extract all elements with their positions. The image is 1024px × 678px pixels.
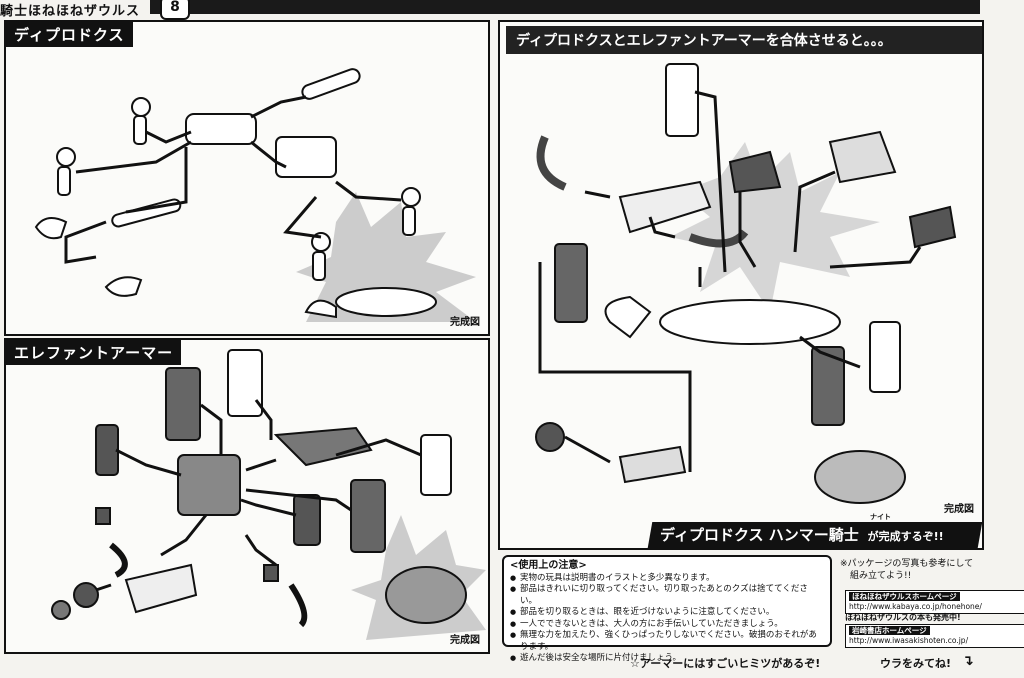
starburst-shape bbox=[670, 142, 880, 312]
armor-pillar-part bbox=[811, 346, 845, 426]
side-note-line2: 組み立てよう!! bbox=[850, 571, 912, 581]
combined-parts bbox=[535, 63, 957, 504]
armor-pillar-part bbox=[227, 349, 263, 417]
assembly-arrows bbox=[95, 399, 422, 592]
leg-part bbox=[402, 206, 416, 236]
diplodocus-illustration bbox=[34, 68, 476, 322]
armor-body-part bbox=[177, 454, 241, 516]
connector-part bbox=[263, 564, 279, 582]
leg-part bbox=[312, 251, 326, 281]
armor-pillar-part bbox=[420, 434, 452, 496]
jaw-part bbox=[104, 276, 143, 297]
armor-tail-part bbox=[273, 426, 373, 467]
body-frame-part bbox=[185, 113, 257, 145]
armor-trunk-part bbox=[618, 445, 687, 484]
armor-plate-part bbox=[95, 424, 119, 476]
armor-plate-part bbox=[293, 494, 321, 546]
armor-pillar-part bbox=[350, 479, 386, 553]
connector-part bbox=[95, 507, 111, 525]
side-note-line1: ※パッケージの写真も参考にして bbox=[840, 559, 974, 569]
hammer-ball-part bbox=[535, 422, 565, 452]
leg-joint bbox=[401, 187, 421, 207]
footer-see-back: ウラをみてね! bbox=[880, 657, 952, 670]
armor-tail-part bbox=[618, 180, 712, 234]
notice-title: <使用上の注意> bbox=[510, 560, 587, 571]
armor-pillar-part bbox=[869, 321, 901, 393]
armor-pillar-part bbox=[665, 63, 699, 137]
tusk-part bbox=[109, 542, 128, 578]
skull-part bbox=[34, 217, 68, 240]
completed-head bbox=[304, 299, 337, 319]
iwasaki-link-url: http://www.iwasakishoten.co.jp/ bbox=[849, 636, 969, 645]
notice-item: 無理な力を加えたり、強くひっぱったりしないでください。破損のおそれがあります。 bbox=[510, 630, 824, 653]
panel-diplodocus: ディプロドクス bbox=[4, 20, 490, 336]
armor-parts bbox=[51, 349, 467, 628]
kabaya-link[interactable]: ほねほねザウルスホームページ http://www.kabaya.co.jp/h… bbox=[845, 590, 1024, 614]
leg-part bbox=[57, 166, 71, 196]
completed-body bbox=[335, 287, 437, 317]
leg-joint bbox=[131, 97, 151, 117]
book-note: ほねほねザウルスの本も発売中! bbox=[845, 613, 961, 622]
notice-item: 部品を切り取るときは、眼を近づけないように注意してください。 bbox=[510, 607, 824, 619]
panel-combine: ディプロドクスとエレファントアーマーを合体させると。。。 bbox=[498, 20, 984, 550]
panel-title-diplodocus: ディプロドクス bbox=[6, 22, 133, 47]
caption-diplodocus: 完成図 bbox=[450, 317, 480, 328]
side-note: ※パッケージの写真も参考にして 組み立てよう!! bbox=[840, 558, 1020, 582]
turn-arrow-icon: ↴ bbox=[962, 653, 974, 669]
notice-item: 一人でできないときは、大人の方にお手伝いしていただきましょう。 bbox=[510, 619, 824, 631]
tail-part bbox=[301, 68, 361, 100]
armor-trunk-part bbox=[124, 563, 198, 614]
hammer-ball-part bbox=[73, 582, 99, 608]
brand-title: 騎士ほねほねザウルス bbox=[0, 4, 141, 19]
leg-joint bbox=[56, 147, 76, 167]
completed-hammer-knight bbox=[814, 450, 906, 504]
armor-plate-part bbox=[828, 130, 897, 184]
diplodocus-body bbox=[659, 299, 841, 345]
neck-part bbox=[111, 198, 182, 228]
kabaya-link-label: ほねほねザウルスホームページ bbox=[849, 592, 960, 601]
elephant-armor-illustration bbox=[51, 349, 486, 640]
hammer-ball-part bbox=[51, 600, 71, 620]
hip-part bbox=[275, 136, 337, 178]
banner-ruby: ナイト bbox=[870, 513, 891, 521]
completion-banner: ディプロドクス ハンマー騎士 が完成するぞ!! bbox=[647, 522, 982, 548]
caption-combine: 完成図 bbox=[944, 504, 974, 515]
combine-title: ディプロドクスとエレファントアーマーを合体させると。。。 bbox=[506, 26, 982, 54]
armor-plate-part bbox=[728, 150, 782, 194]
panel-elephant-armor: エレファントアーマー bbox=[4, 338, 490, 654]
assembly-arrows bbox=[64, 95, 402, 264]
notice-item: 遊んだ後は安全な場所に片付けましょう。 bbox=[510, 653, 824, 665]
tusk-part bbox=[288, 583, 308, 628]
caption-elephant-armor: 完成図 bbox=[450, 635, 480, 646]
banner-name: ディプロドクス ハンマー騎士 bbox=[660, 526, 859, 544]
header-band bbox=[150, 0, 980, 14]
iwasaki-link-label: 岩崎書店ホームページ bbox=[849, 626, 930, 635]
kabaya-link-url: http://www.kabaya.co.jp/honehone/ bbox=[849, 602, 982, 611]
panel-title-elephant-armor: エレファントアーマー bbox=[6, 340, 182, 365]
diplodocus-head bbox=[604, 295, 652, 339]
usage-notice: <使用上の注意> 実物の玩具は説明書のイラストと多少異なります。 部品はきれいに… bbox=[502, 555, 832, 664]
step-number: 8 bbox=[160, 0, 190, 20]
starburst-shape bbox=[296, 192, 476, 322]
notice-item: 実物の玩具は説明書のイラストと多少異なります。 bbox=[510, 573, 824, 585]
combine-illustration bbox=[535, 63, 957, 504]
iwasaki-link[interactable]: 岩崎書店ホームページ http://www.iwasakishoten.co.j… bbox=[845, 624, 1024, 648]
completed-armor bbox=[385, 566, 467, 624]
armor-pillar-part bbox=[554, 243, 588, 323]
leg-part bbox=[133, 115, 147, 145]
bone-parts bbox=[34, 68, 437, 319]
assembly-arrows bbox=[538, 90, 922, 472]
armor-plate-part bbox=[908, 205, 957, 249]
notice-list: 実物の玩具は説明書のイラストと多少異なります。 部品はきれいに切り取ってください… bbox=[510, 573, 824, 665]
banner-suffix: が完成するぞ!! bbox=[867, 530, 945, 543]
armor-pillar-part bbox=[165, 367, 201, 441]
notice-item: 部品はきれいに切り取ってください。切り取ったあとのクズは捨ててください。 bbox=[510, 584, 824, 607]
footer-secret-note: ☆アーマーにはすごいヒミツがあるぞ! bbox=[630, 657, 821, 670]
tusk-part bbox=[536, 135, 567, 191]
